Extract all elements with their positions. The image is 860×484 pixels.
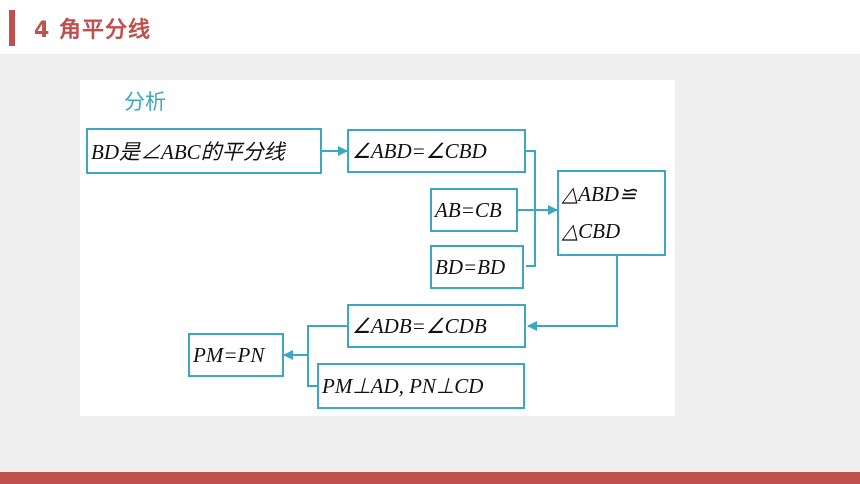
bracket-conditions <box>526 150 536 267</box>
panel-title: 分析 <box>124 90 166 114</box>
premise-box: BD是∠ABC的平分线 <box>86 128 322 174</box>
congruent-line-1: △ABD≌ <box>562 182 637 206</box>
bd-bd-box: BD=BD <box>430 245 524 289</box>
perpendiculars-box: PM⊥AD, PN⊥CD <box>317 363 525 409</box>
angle-adb-cdb-box: ∠ADB=∠CDB <box>347 304 526 348</box>
bottom-accent-bar <box>0 472 860 484</box>
congruent-line-2: △CBD <box>562 219 621 243</box>
page-title: 4 角平分线 <box>34 18 151 43</box>
congruent-box: △ABD≌ △CBD <box>557 170 666 256</box>
ab-cb-box: AB=CB <box>430 188 518 232</box>
conclusion-box: PM=PN <box>188 333 284 377</box>
header-accent-bar <box>9 10 15 46</box>
arrow-congruent-to-angle <box>527 256 618 331</box>
angle-abd-cbd-box: ∠ABD=∠CBD <box>347 129 526 173</box>
header-bar: 4 角平分线 <box>0 0 860 54</box>
